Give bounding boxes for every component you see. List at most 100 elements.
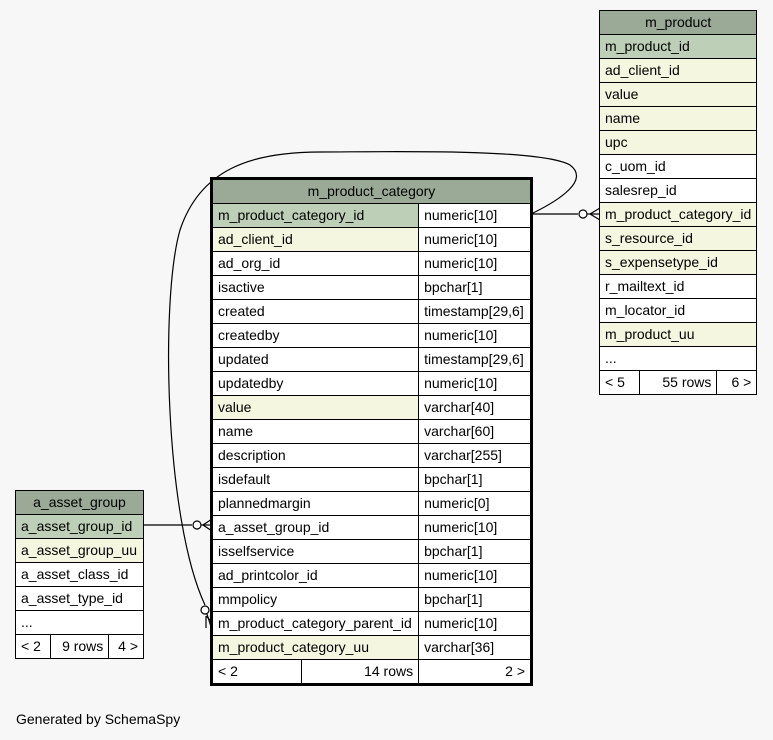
column-name[interactable]: m_locator_id xyxy=(598,298,758,323)
table-row: a_asset_group_uu xyxy=(15,538,144,563)
column-type: numeric[10] xyxy=(418,227,532,252)
column-type: numeric[10] xyxy=(418,563,532,588)
table-row: salesrep_id xyxy=(598,178,758,203)
column-type: timestamp[29,6] xyxy=(418,299,532,324)
parents-count[interactable]: < 5 xyxy=(599,370,640,395)
relation-category-self-parent xyxy=(168,150,578,631)
column-name[interactable]: value xyxy=(210,395,420,420)
table-row: upc xyxy=(598,130,758,155)
column-name[interactable]: ad_client_id xyxy=(598,58,758,83)
table-row: ... xyxy=(598,346,758,371)
column-name[interactable]: isactive xyxy=(210,275,420,300)
table-row: s_resource_id xyxy=(598,226,758,251)
column-name[interactable]: name xyxy=(210,419,420,444)
table-title[interactable]: m_product_category xyxy=(211,178,532,204)
column-name[interactable]: isselfservice xyxy=(210,539,420,564)
column-type: numeric[10] xyxy=(418,323,532,348)
table-row: name xyxy=(598,106,758,131)
column-name[interactable]: name xyxy=(598,106,758,131)
table-row: s_expensetype_id xyxy=(598,250,758,275)
column-type: numeric[10] xyxy=(418,515,532,540)
column-name[interactable]: value xyxy=(598,82,758,107)
column-type: varchar[36] xyxy=(418,635,532,660)
column-type: bpchar[1] xyxy=(418,539,532,564)
column-name[interactable]: m_product_uu xyxy=(598,322,758,347)
column-name[interactable]: a_asset_group_id xyxy=(210,515,420,540)
column-name[interactable]: isdefault xyxy=(210,467,420,492)
parents-count[interactable]: < 2 xyxy=(15,634,51,659)
column-name[interactable]: r_mailtext_id xyxy=(598,274,758,299)
column-name[interactable]: ... xyxy=(598,346,758,371)
column-name[interactable]: created xyxy=(210,299,420,324)
column-type: bpchar[1] xyxy=(418,587,532,612)
column-name[interactable]: plannedmargin xyxy=(210,491,420,516)
column-name[interactable]: a_asset_group_id xyxy=(15,514,144,539)
column-type: bpchar[1] xyxy=(418,275,532,300)
column-name[interactable]: m_product_category_id xyxy=(210,203,420,228)
table-row: m_locator_id xyxy=(598,298,758,323)
column-name[interactable]: a_asset_group_uu xyxy=(15,538,144,563)
column-name[interactable]: s_expensetype_id xyxy=(598,250,758,275)
column-name[interactable]: ... xyxy=(15,610,144,635)
table-row: a_asset_class_id xyxy=(15,562,144,587)
children-count[interactable]: 4 > xyxy=(108,634,144,659)
column-name[interactable]: ad_org_id xyxy=(210,251,420,276)
column-name[interactable]: c_uom_id xyxy=(598,154,758,179)
table-m-product-category[interactable]: m_product_category m_product_category_id… xyxy=(210,177,533,686)
column-name[interactable]: m_product_category_parent_id xyxy=(210,611,420,636)
column-name[interactable]: updated xyxy=(210,347,420,372)
relation-product-to-category xyxy=(531,207,601,221)
column-name[interactable]: description xyxy=(210,443,420,468)
table-row: ... xyxy=(15,610,144,635)
children-count[interactable]: 2 > xyxy=(418,659,532,685)
column-name[interactable]: createdby xyxy=(210,323,420,348)
column-type: numeric[10] xyxy=(418,203,532,228)
column-name[interactable]: mmpolicy xyxy=(210,587,420,612)
row-count: 9 rows xyxy=(49,634,110,659)
column-name[interactable]: a_asset_class_id xyxy=(15,562,144,587)
table-title[interactable]: m_product xyxy=(598,10,758,35)
column-type: numeric[10] xyxy=(418,251,532,276)
column-name[interactable]: m_product_category_id xyxy=(598,202,758,227)
parents-count[interactable]: < 2 xyxy=(211,659,302,685)
children-count[interactable]: 6 > xyxy=(716,370,758,395)
table-row: a_asset_group_id xyxy=(15,514,144,539)
table-row: ad_client_id xyxy=(598,58,758,83)
table-header: m_product xyxy=(598,10,758,35)
table-header: a_asset_group xyxy=(15,490,144,515)
column-name[interactable]: updatedby xyxy=(210,371,420,396)
column-type: numeric[10] xyxy=(418,371,532,396)
column-type: timestamp[29,6] xyxy=(418,347,532,372)
column-name[interactable]: salesrep_id xyxy=(598,178,758,203)
table-header: m_product_category xyxy=(211,178,532,204)
column-name[interactable]: m_product_category_uu xyxy=(210,635,420,660)
column-name[interactable]: ad_printcolor_id xyxy=(210,563,420,588)
column-name[interactable]: a_asset_type_id xyxy=(15,586,144,611)
column-name[interactable]: upc xyxy=(598,130,758,155)
column-name[interactable]: s_resource_id xyxy=(598,226,758,251)
column-name[interactable]: ad_client_id xyxy=(210,227,420,252)
column-type: varchar[40] xyxy=(418,395,532,420)
column-name[interactable]: m_product_id xyxy=(598,34,758,59)
table-row: c_uom_id xyxy=(598,154,758,179)
table-title[interactable]: a_asset_group xyxy=(15,490,144,515)
